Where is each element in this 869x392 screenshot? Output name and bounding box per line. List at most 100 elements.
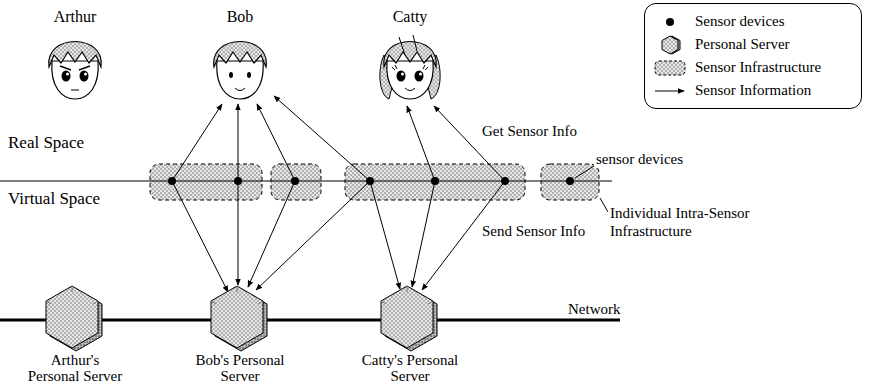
sensor-information-arrow (238, 181, 239, 285)
legend-sample (653, 12, 687, 32)
person-figure: Bob (195, 8, 285, 101)
person-name: Bob (195, 8, 285, 25)
hexagon-face (46, 286, 98, 348)
legend-text: Sensor devices (695, 13, 785, 30)
sensor-information-arrow (370, 181, 400, 289)
server-hexagon (44, 284, 106, 354)
sensor-device (431, 177, 439, 185)
sensor-device (566, 177, 574, 185)
hair (49, 42, 102, 68)
network-line (266, 319, 384, 322)
sensor-information-arrow (412, 181, 435, 287)
personal-server: Catty's Personal Server (360, 284, 460, 384)
mouth (235, 88, 245, 91)
legend-sample (653, 35, 687, 55)
sensor-information-arrow (238, 104, 239, 181)
sensor-device (234, 177, 242, 185)
personal-server: Bob's Personal Server (190, 284, 290, 384)
sensor-device (366, 177, 374, 185)
sensor-information-arrow (434, 106, 505, 181)
server-sample (662, 36, 678, 54)
face-drawing (40, 25, 110, 101)
infrastructure-sample (655, 61, 685, 75)
sensor-infrastructure (150, 164, 262, 200)
leader-line (575, 166, 608, 212)
information-sample (655, 90, 684, 91)
sensor-device (168, 177, 176, 185)
annotation-label: Real Space (6, 134, 86, 152)
server-name: Bob's Personal Server (190, 352, 290, 384)
leader-line (575, 166, 594, 178)
sensor-device (291, 177, 299, 185)
legend-text: Personal Server (695, 36, 790, 53)
eyebrow (79, 66, 90, 70)
eye (415, 71, 424, 82)
eyelash (392, 65, 397, 70)
server-hexagon (209, 284, 271, 354)
sensor-device (168, 177, 574, 185)
server-name: Catty's Personal Server (360, 352, 460, 384)
hair-strand (399, 35, 417, 55)
legend-sample (653, 81, 687, 101)
eye (229, 72, 233, 78)
legend-box: Sensor devicesPersonal ServerSensor Infr… (644, 3, 862, 109)
eye (397, 71, 406, 82)
face-outline (387, 61, 433, 99)
legend-row: Sensor Information (653, 79, 853, 102)
face-outline (52, 61, 98, 99)
sensor-device-sample (666, 18, 674, 26)
sensor-infrastructure (271, 164, 321, 200)
eye (62, 71, 71, 82)
face-outline (217, 61, 263, 99)
sensor-information-arrow (407, 106, 435, 181)
legend-row: Personal Server (653, 33, 853, 56)
legend-row: Sensor Infrastructure (653, 56, 853, 79)
eyelash (423, 65, 428, 70)
sensor-information-arrow (257, 104, 295, 181)
annotation-label: sensor devices (594, 150, 685, 168)
person-name: Arthur (30, 8, 120, 25)
mouth (71, 90, 79, 91)
legend-text: Sensor Information (695, 82, 811, 99)
eye-highlight (401, 73, 404, 76)
server-name: Arthur's Personal Server (25, 352, 125, 384)
annotation-label: Virtual Space (6, 190, 102, 208)
mouth (405, 88, 415, 91)
legend-row: Sensor devices (653, 10, 853, 33)
sensor-information-arrow (172, 181, 228, 292)
hair (384, 42, 437, 68)
hair (214, 42, 267, 68)
network-line (436, 319, 620, 322)
server-hexagon (379, 284, 441, 354)
sensor-information-arrow (248, 181, 295, 287)
person-name: Catty (365, 8, 455, 25)
sensor-information-arrow (172, 96, 505, 292)
annotation-label: Individual Intra-Sensor Infrastructure (608, 204, 792, 240)
annotation-label: Get Sensor Info (480, 122, 579, 140)
person-figure: Catty (365, 8, 455, 101)
sensor-information-arrow (256, 181, 370, 290)
eye-highlight (66, 73, 69, 76)
face-drawing (375, 25, 445, 101)
network-line (98, 319, 214, 322)
sensor-information-arrow (172, 104, 222, 181)
legend-text: Sensor Infrastructure (695, 59, 821, 76)
hexagon-face (381, 286, 433, 348)
sensor-information-arrow (274, 96, 370, 181)
network-line (0, 319, 52, 322)
sensor-infrastructure (541, 164, 599, 200)
annotation-label: Network (566, 300, 623, 318)
face-drawing (205, 25, 275, 101)
eye-highlight (419, 73, 422, 76)
annotation-label: Send Sensor Info (480, 222, 587, 240)
hexagon-edge (381, 286, 433, 304)
space-boundary (0, 181, 612, 182)
leader-line (600, 198, 608, 212)
eyebrow (60, 66, 71, 70)
eye (80, 71, 89, 82)
eye (247, 72, 251, 78)
sensor-device (501, 177, 509, 185)
hexagon-edge (46, 286, 98, 304)
sensor-infrastructure (150, 164, 599, 200)
